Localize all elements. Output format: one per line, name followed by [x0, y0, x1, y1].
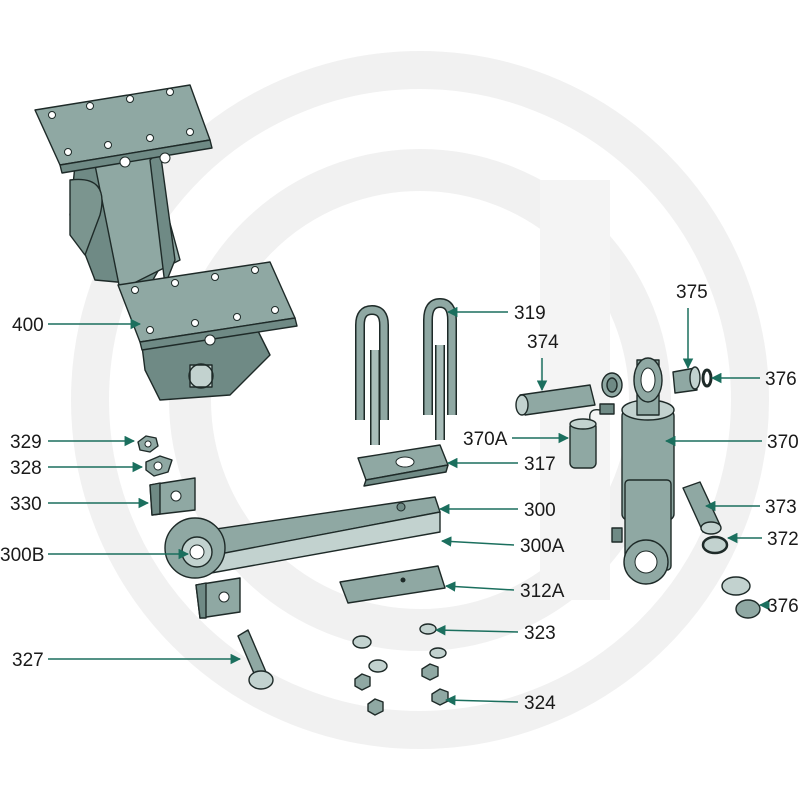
callout-label-324: 324: [524, 693, 556, 714]
nut-part[interactable]: [137, 435, 159, 453]
hydraulic-cylinder-part[interactable]: [611, 357, 675, 585]
frame-bracket-part[interactable]: [34, 84, 298, 401]
callout-label-300b: 300B: [0, 545, 44, 566]
hydraulic-fitting-part[interactable]: [569, 403, 615, 469]
callout-label-330: 330: [10, 494, 42, 515]
callout-label-370a: 370A: [463, 429, 508, 450]
callout-label-300: 300: [524, 500, 556, 521]
callout-label-328: 328: [10, 458, 42, 479]
bushing-part[interactable]: [672, 366, 713, 394]
callout-label-372: 372: [767, 529, 799, 550]
callout-label-319: 319: [514, 303, 546, 324]
leader-line-312a: [444, 581, 515, 592]
callout-label-317: 317: [524, 454, 556, 475]
cap-part[interactable]: [721, 576, 761, 619]
leaf-spring-part[interactable]: [164, 496, 441, 579]
leader-line-324: [444, 695, 519, 706]
lower-bracket-part[interactable]: [195, 577, 241, 619]
callout-label-329: 329: [10, 432, 42, 453]
sleeve-part[interactable]: [682, 481, 729, 555]
callout-labels: 400 319 375 374 376 370A 370 329 317 328 330 300 373…: [0, 282, 799, 714]
callout-label-312a: 312A: [520, 581, 565, 602]
callout-label-400: 400: [12, 315, 44, 336]
callout-label-373: 373: [765, 497, 797, 518]
callout-label-323: 323: [524, 623, 556, 644]
callout-label-374: 374: [527, 332, 559, 353]
callout-label-376b: 376: [767, 596, 799, 617]
leader-line-323: [434, 624, 519, 636]
callout-label-300a: 300A: [520, 536, 565, 557]
callout-label-375: 375: [676, 282, 708, 303]
u-bolt-part[interactable]: [355, 297, 457, 445]
clamp-plate-part[interactable]: [339, 565, 446, 604]
bolt-part[interactable]: [237, 629, 274, 690]
callout-label-370: 370: [767, 432, 799, 453]
nuts-and-washers-part[interactable]: [352, 623, 449, 716]
washer-part[interactable]: [145, 455, 173, 477]
leader-lines: [48, 306, 770, 706]
callout-label-327: 327: [12, 650, 44, 671]
clamp-bracket-part[interactable]: [149, 477, 196, 516]
pivot-pin-part[interactable]: [515, 372, 623, 416]
saddle-plate-part[interactable]: [357, 444, 449, 487]
callout-label-376a: 376: [765, 369, 797, 390]
leader-line-300a: [440, 536, 515, 547]
